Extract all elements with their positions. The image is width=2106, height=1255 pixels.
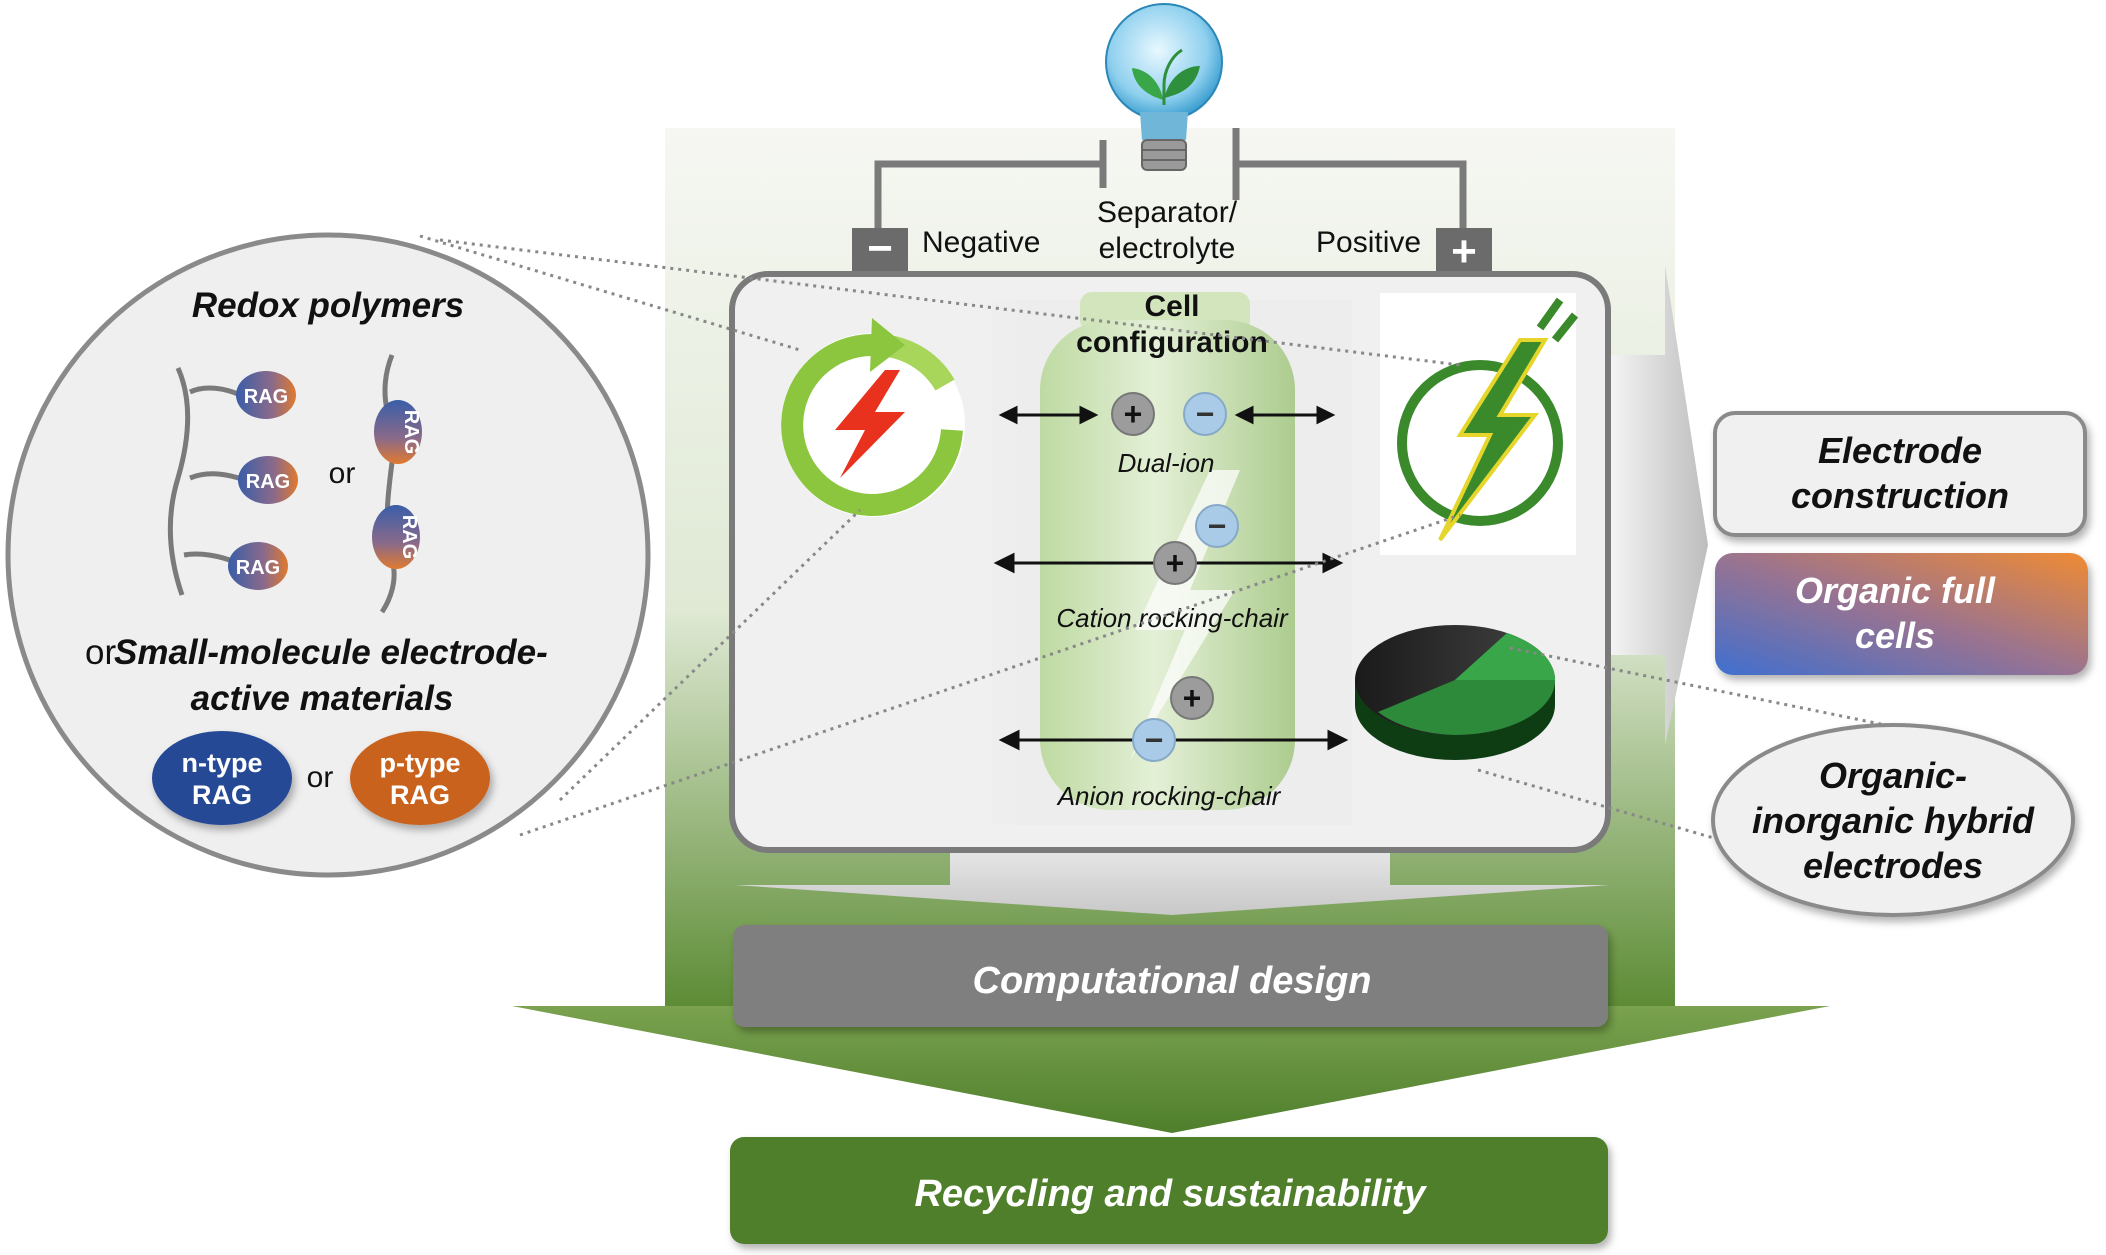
electrode-construction-line1: Electrode [1818, 430, 1982, 471]
n-type-rag-line2: RAG [192, 780, 252, 810]
rag-bubble: RAG [238, 456, 298, 504]
negative-terminal [852, 228, 908, 272]
light-bulb-icon [1105, 3, 1223, 171]
svg-text:−: − [1208, 508, 1227, 544]
small-molecule-line1: Small-molecule electrode- [114, 633, 548, 672]
cell-title-line2: configuration [1076, 326, 1268, 359]
circuit-wires [874, 128, 1467, 230]
rag-bubble: RAG [372, 505, 420, 569]
svg-text:RAG: RAG [400, 410, 422, 454]
n-type-rag: n-type [152, 731, 292, 825]
separator-label-line1: Separator/ [1097, 196, 1238, 229]
hybrid-line3: electrodes [1803, 845, 1983, 886]
hybrid-line2: inorganic hybrid [1752, 800, 2035, 841]
polymer-backbone-right [379, 354, 398, 614]
ion-anion-dual: − [1183, 392, 1227, 436]
right-arrow [1610, 265, 1708, 745]
redox-circle [5, 232, 651, 878]
ion-cation-cation-chair: + [1153, 541, 1197, 585]
recycle-lightning-icon [781, 318, 965, 517]
rag-bubble: RAG [236, 371, 296, 419]
positive-terminal [1436, 228, 1492, 272]
ion-cation-dual: + [1111, 392, 1155, 436]
organic-full-cells-line2: cells [1855, 615, 1935, 656]
electrode-construction-line2: construction [1791, 475, 2009, 516]
anion-rocking-chair-label: Anion rocking-chair [1056, 781, 1282, 811]
pie-hybrid-icon [1355, 625, 1556, 760]
svg-text:−: − [1145, 722, 1164, 758]
or-label-small: or [85, 633, 116, 672]
computational-design-label: Computational design [973, 960, 1372, 1002]
dual-ion-label: Dual-ion [1118, 448, 1215, 478]
rag-bubble: RAG [374, 400, 422, 464]
or-label-polymers: or [329, 457, 356, 490]
rag-bubble: RAG [228, 542, 288, 590]
svg-text:+: + [1166, 545, 1185, 581]
recycling-box [730, 1137, 1608, 1244]
ion-anion-anion-chair: − [1132, 718, 1176, 762]
negative-label: Negative [922, 226, 1040, 259]
dotted-connectors [419, 234, 1891, 862]
svg-text:RAG: RAG [236, 557, 280, 579]
p-type-rag: p-type [350, 731, 490, 825]
svg-text:p-type: p-type [380, 748, 461, 778]
svg-text:RAG: RAG [244, 386, 288, 408]
svg-text:+: + [1183, 680, 1202, 716]
ion-cation-anion-chair: + [1170, 676, 1214, 720]
ion-anion-cation-chair: − [1195, 504, 1239, 548]
positive-sign: + [1451, 227, 1477, 276]
computational-design-box [733, 925, 1608, 1027]
positive-label: Positive [1316, 226, 1421, 259]
separator-label-line2: electrolyte [1099, 232, 1236, 265]
svg-text:RAG: RAG [398, 515, 420, 559]
electrode-construction-box [1713, 411, 2087, 537]
svg-text:n-type: n-type [182, 748, 263, 778]
redox-polymers-title: Redox polymers [192, 286, 464, 325]
green-lightning-plug-icon [1380, 293, 1579, 555]
organic-full-cells-box [1715, 553, 2088, 675]
hybrid-line1: Organic- [1819, 755, 1967, 796]
negative-sign: − [867, 224, 893, 273]
organic-full-cells-line1: Organic full [1795, 570, 1996, 611]
svg-text:RAG: RAG [246, 471, 290, 493]
or-label-types: or [307, 761, 334, 794]
hybrid-electrodes-bubble [1711, 723, 2075, 917]
p-type-rag-line2: RAG [390, 780, 450, 810]
cell-title-line1: Cell [1144, 290, 1199, 323]
cation-rocking-chair-label: Cation rocking-chair [1056, 603, 1289, 633]
svg-text:−: − [1196, 396, 1215, 432]
small-molecule-line2: active materials [191, 679, 454, 718]
grey-down-arrow [735, 850, 1610, 915]
svg-text:+: + [1124, 396, 1143, 432]
big-down-arrow [512, 1006, 1830, 1133]
recycling-label: Recycling and sustainability [914, 1173, 1427, 1215]
